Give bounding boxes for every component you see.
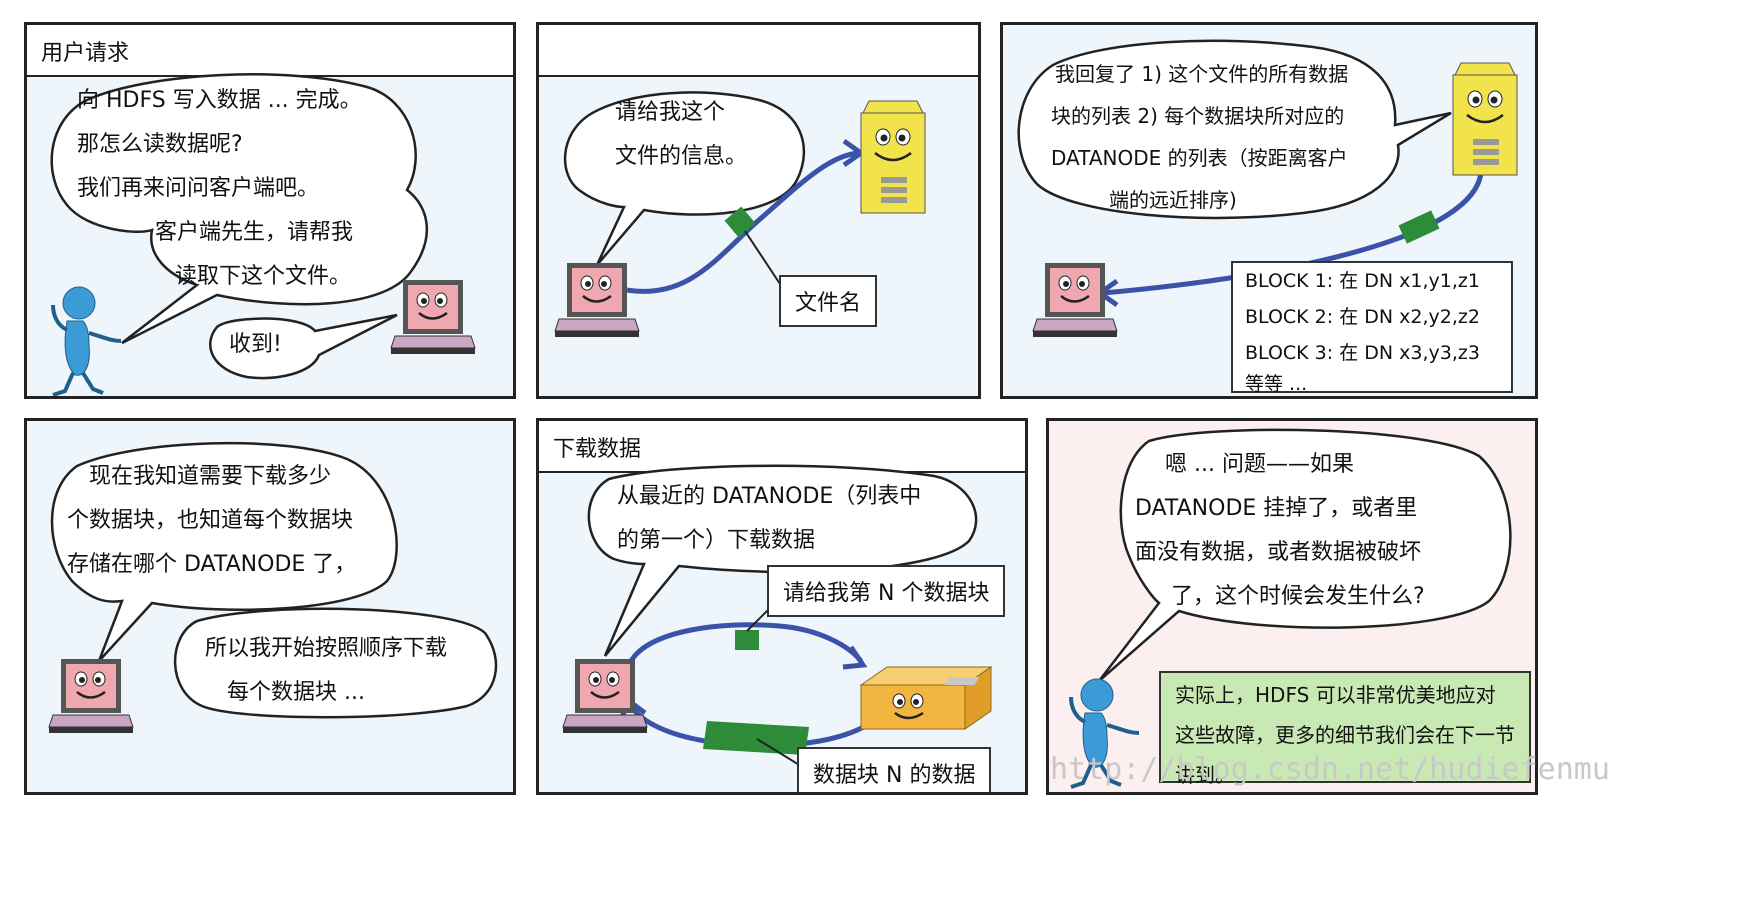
speech-bubble — [1017, 39, 1452, 220]
laptop-icon — [48, 659, 134, 733]
request-arrow — [626, 150, 860, 294]
panel-client-plan: 现在我知道需要下载多少 个数据块，也知道每个数据块 存储在哪个 DATANODE… — [24, 418, 516, 795]
laptop-icon — [1032, 263, 1118, 337]
panel-failure-question: 嗯 ... 问题——如果 DATANODE 挂掉了，或者里 面没有数据，或者数据… — [1046, 418, 1538, 795]
laptop-icon — [390, 280, 476, 354]
note-box: 实际上，HDFS 可以非常优美地应对这些故障，更多的细节我们会在下一节讲到。 — [1159, 671, 1531, 787]
speech-bubble — [587, 464, 978, 657]
person-icon — [51, 286, 122, 396]
laptop-icon — [554, 263, 640, 337]
person-icon — [1069, 678, 1140, 789]
request-block-label: 请给我第 N 个数据块 — [767, 565, 1006, 617]
bubble-text: 所以我开始按照顺序下载 每个数据块 ... — [205, 636, 448, 705]
data-packet — [735, 630, 759, 650]
namenode-server-icon — [860, 100, 926, 214]
response-arrow — [1102, 172, 1484, 296]
panel-namenode-reply: 我回复了 1) 这个文件的所有数据 块的列表 2) 每个数据块所对应的 DATA… — [1000, 22, 1538, 399]
panel-user-request: 用户请求 向 HDFS 写入数据 ... 完成。 那怎么读数据呢? — [24, 22, 516, 399]
speech-bubble — [563, 91, 806, 266]
bubble-text: 我回复了 1) 这个文件的所有数据 块的列表 2) 每个数据块所对应的 DATA… — [1051, 62, 1349, 212]
laptop-icon — [562, 659, 648, 733]
bubble-text: 向 HDFS 写入数据 ... 完成。 那怎么读数据呢? 我们再来问问客户端吧。… — [77, 88, 362, 289]
speech-bubble — [50, 73, 429, 345]
filename-label: 文件名 — [779, 275, 878, 327]
block-list-item: BLOCK 3: 在 DN x3,y3,z3 — [1245, 342, 1480, 364]
datanode-server-icon — [859, 666, 993, 730]
request-arrow — [628, 622, 863, 663]
panel-file-info-request: 请给我这个 文件的信息。 文件名 — [536, 22, 981, 399]
panel6-art — [1069, 428, 1512, 789]
panel3-art — [1017, 39, 1518, 337]
block-list: BLOCK 1: 在 DN x1,y1,z1 BLOCK 2: 在 DN x2,… — [1231, 261, 1513, 395]
data-packet — [724, 206, 756, 238]
watermark: http://blog.csdn.net/hudiefenmu — [1050, 752, 1610, 787]
panel-header-empty — [539, 25, 978, 77]
bubble-text: 现在我知道需要下载多少 个数据块，也知道每个数据块 存储在哪个 DATANODE… — [67, 464, 357, 577]
speech-bubble — [1098, 428, 1512, 682]
panel-download-data: 下载数据 — [536, 418, 1028, 795]
namenode-server-icon — [1452, 62, 1518, 176]
speech-bubble — [173, 607, 498, 719]
speech-bubble — [50, 441, 398, 662]
bubble-text-ack: 收到! — [229, 332, 282, 357]
data-block — [703, 721, 809, 755]
panel5-art — [562, 464, 993, 767]
bubble-text: 嗯 ... 问题——如果 DATANODE 挂掉了，或者里 面没有数据，或者数据… — [1135, 452, 1425, 609]
bubble-text: 从最近的 DATANODE（列表中 的第一个）下载数据 — [617, 484, 922, 553]
speech-bubble-small — [209, 313, 398, 380]
block-list-item: BLOCK 2: 在 DN x2,y2,z2 — [1245, 306, 1480, 328]
panel1-art — [50, 73, 476, 396]
panel2-art — [554, 91, 926, 337]
panel4-art — [48, 441, 498, 733]
block-list-item: 等等 ... — [1245, 373, 1308, 395]
block-data-label: 数据块 N 的数据 — [797, 747, 992, 792]
bubble-text: 请给我这个 文件的信息。 — [615, 100, 748, 169]
block-list-item: BLOCK 1: 在 DN x1,y1,z1 — [1245, 270, 1480, 292]
data-packet — [1398, 210, 1440, 244]
